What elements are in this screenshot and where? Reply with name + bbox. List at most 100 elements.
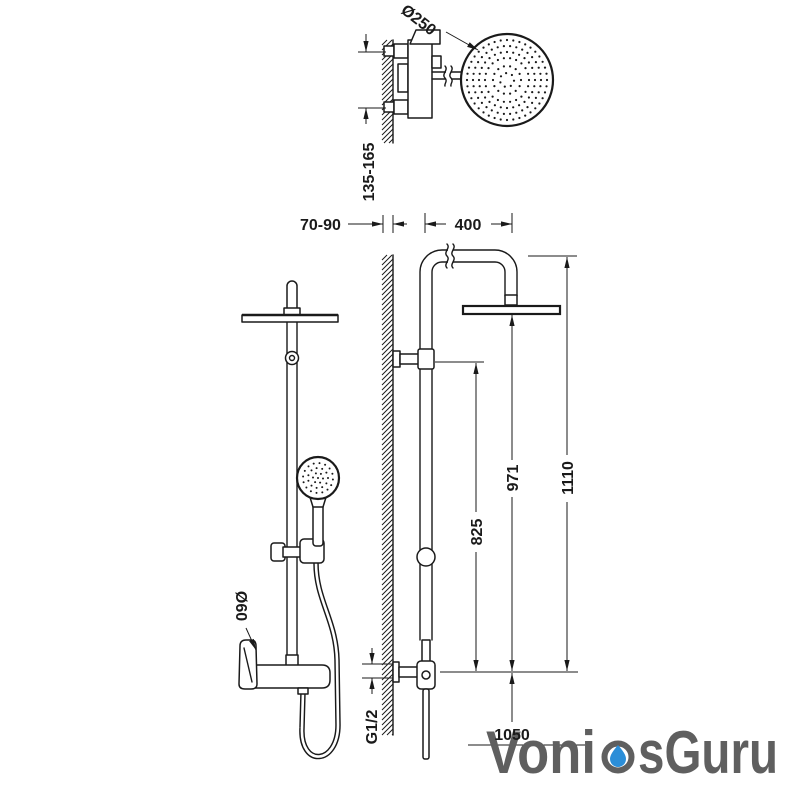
hand-shower-spray-pattern bbox=[302, 462, 334, 494]
wall-hatch-line bbox=[381, 333, 394, 346]
wall-hatch-line bbox=[381, 68, 394, 81]
spray-nozzle-dot bbox=[518, 116, 521, 120]
wall-hatch-line bbox=[381, 254, 388, 261]
spray-nozzle-dot bbox=[526, 106, 529, 109]
dim-971-arrow-top-head bbox=[509, 315, 515, 326]
wall-hatch-line bbox=[381, 293, 394, 306]
wall-hatch-line bbox=[381, 113, 394, 126]
spray-nozzle-dot bbox=[490, 109, 493, 112]
wall-hatch-line bbox=[381, 498, 394, 511]
spray-nozzle-dot bbox=[510, 73, 513, 77]
spray-nozzle-dot bbox=[539, 78, 543, 82]
droplet-icon bbox=[610, 745, 626, 767]
wall-hatch-line bbox=[381, 643, 394, 656]
spray-nozzle-dot bbox=[531, 66, 534, 69]
mixer-lever-detail bbox=[243, 647, 253, 683]
spray-nozzle-dot bbox=[331, 478, 334, 481]
spray-nozzle-dot bbox=[480, 101, 483, 104]
spray-nozzle-dot bbox=[524, 114, 527, 117]
spray-nozzle-dot bbox=[325, 482, 328, 485]
spray-nozzle-dot bbox=[520, 95, 523, 98]
arm-break-mark-left bbox=[445, 243, 449, 269]
wall-hatch-line bbox=[381, 508, 394, 521]
shower-arm-break-gap bbox=[446, 70, 451, 81]
dimension-arrows bbox=[245, 31, 570, 722]
mixer-hose-outlet bbox=[297, 687, 309, 695]
wall-hatch-line bbox=[381, 633, 394, 646]
spray-nozzle-dot bbox=[322, 477, 324, 480]
spray-nozzle-dot bbox=[523, 100, 526, 103]
wall-hatch-line bbox=[381, 573, 394, 586]
wall-clearance-label: 70-90 bbox=[300, 217, 341, 234]
spray-nozzle-dot bbox=[319, 472, 322, 475]
spray-nozzle-dot bbox=[497, 68, 500, 71]
wall-hatch-line bbox=[381, 543, 394, 556]
wall-hatch-line bbox=[381, 688, 394, 701]
vertical-dimensions bbox=[435, 255, 585, 746]
spray-nozzle-dot bbox=[493, 104, 496, 107]
wall-hatch-line bbox=[381, 363, 394, 376]
wall-hatch-line bbox=[381, 623, 394, 636]
wall-hatch-line bbox=[381, 723, 394, 736]
spray-nozzle-dot bbox=[534, 61, 538, 64]
side-view bbox=[362, 243, 562, 760]
spray-nozzle-dot bbox=[477, 61, 480, 64]
arm-break-gap bbox=[448, 246, 453, 266]
wall-hatch-line bbox=[381, 593, 394, 606]
spray-nozzle-dot bbox=[518, 104, 521, 107]
riser-inner-edge bbox=[431, 261, 506, 641]
spray-nozzle-dot bbox=[496, 58, 499, 62]
wall-hatch-line bbox=[381, 478, 394, 491]
spray-nozzle-dot bbox=[470, 60, 473, 63]
spray-nozzle-dot bbox=[509, 112, 512, 115]
hand-shower-handle bbox=[312, 503, 324, 547]
spray-nozzle-dot bbox=[326, 488, 329, 491]
overhead-shower-head-side bbox=[461, 304, 562, 316]
spray-nozzle-dot bbox=[533, 85, 536, 88]
wall-bracket-flange bbox=[392, 350, 401, 368]
dim-70-90-arrow-right-head bbox=[393, 221, 404, 227]
spray-nozzle-dot bbox=[488, 100, 491, 103]
dim-1110-arrow-bottom-head bbox=[564, 660, 570, 671]
wall-hatching bbox=[381, 39, 394, 736]
wall-hatch-line bbox=[381, 563, 394, 576]
spray-nozzle-dot bbox=[467, 91, 471, 94]
diverter-knob-top-view bbox=[431, 55, 442, 69]
wall-hatch-line bbox=[381, 413, 394, 426]
spray-nozzle-dot bbox=[473, 55, 476, 58]
spray-nozzle-dot bbox=[318, 462, 321, 465]
spray-nozzle-dot bbox=[518, 72, 521, 75]
wall-hatch-line bbox=[381, 518, 394, 531]
wall-hatch-line bbox=[381, 323, 394, 336]
wall-hatch-line bbox=[381, 503, 394, 516]
wall-hatch-line bbox=[381, 608, 394, 621]
wall-hatch-line bbox=[381, 128, 394, 141]
mixer-outlet-nut bbox=[421, 670, 431, 680]
wall-hatch-line bbox=[381, 78, 394, 91]
spray-nozzle-dot bbox=[487, 90, 490, 93]
spray-nozzle-dot bbox=[487, 67, 490, 70]
wall-hatch-line bbox=[381, 63, 394, 76]
spray-nozzle-dot bbox=[321, 486, 324, 489]
spray-nozzle-dot bbox=[465, 78, 469, 82]
spray-nozzle-dot bbox=[472, 85, 475, 88]
mixer-diameter-leader-head bbox=[249, 638, 256, 650]
wall-hatch-line bbox=[381, 438, 394, 451]
arm-projection-label: 400 bbox=[455, 217, 482, 234]
dim-1050-arrow-head bbox=[509, 673, 515, 684]
spray-nozzle-dot bbox=[314, 472, 317, 475]
wall-hatch-line bbox=[381, 348, 394, 361]
head-ball-joint bbox=[504, 294, 518, 306]
wall-hatch-line bbox=[381, 263, 394, 276]
shower-hose-inner bbox=[300, 561, 340, 758]
wall-hatch-line bbox=[381, 368, 394, 381]
wall-hatch-line bbox=[381, 673, 394, 686]
spray-nozzle-dot bbox=[539, 72, 542, 75]
wall-hatch-line bbox=[381, 303, 394, 316]
inlet-thread-label: G1/2 bbox=[364, 710, 381, 745]
spray-nozzle-dot bbox=[474, 66, 477, 69]
spray-nozzle-dot bbox=[512, 106, 515, 109]
spray-nozzle-dot bbox=[543, 91, 547, 94]
spray-nozzle-dot bbox=[534, 96, 538, 99]
spray-nozzle-dot bbox=[496, 98, 499, 102]
